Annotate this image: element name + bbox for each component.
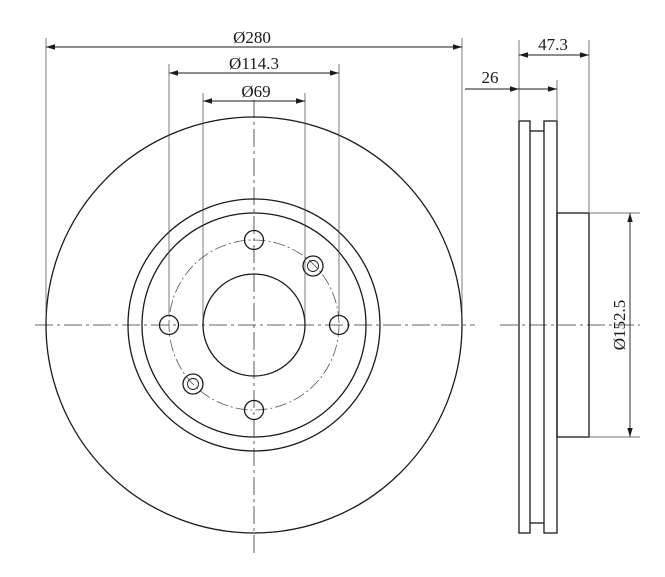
label-disc-thickness: 26: [482, 68, 499, 87]
bolt-hole-top: [243, 229, 265, 251]
label-center-bore: Ø69: [241, 82, 270, 101]
hat-outer-edge: [141, 212, 367, 438]
label-hat-diameter: Ø152.5: [610, 300, 629, 351]
secondary-hole-lower-left: [182, 373, 204, 395]
center-bore: [202, 273, 306, 377]
side-view: 47.3 26 Ø152.5: [465, 35, 640, 534]
front-view: Ø280 Ø114.3 Ø69: [35, 28, 475, 555]
label-bolt-circle: Ø114.3: [229, 54, 279, 73]
disc-outer-edge: [45, 116, 463, 534]
bolt-circle: [168, 239, 340, 411]
secondary-hole-upper-right: [302, 255, 324, 277]
label-overall-height: 47.3: [538, 35, 568, 54]
bolt-hole-bottom: [243, 399, 265, 421]
label-outer-diameter: Ø280: [233, 28, 271, 47]
disc-inner-plate: [543, 120, 558, 534]
vent-detail-bottom: [529, 523, 545, 533]
vent-detail-top: [529, 121, 545, 131]
hat-profile: [556, 212, 590, 438]
disc-outer-plate: [518, 120, 531, 534]
friction-ring-inner-edge: [127, 198, 381, 452]
